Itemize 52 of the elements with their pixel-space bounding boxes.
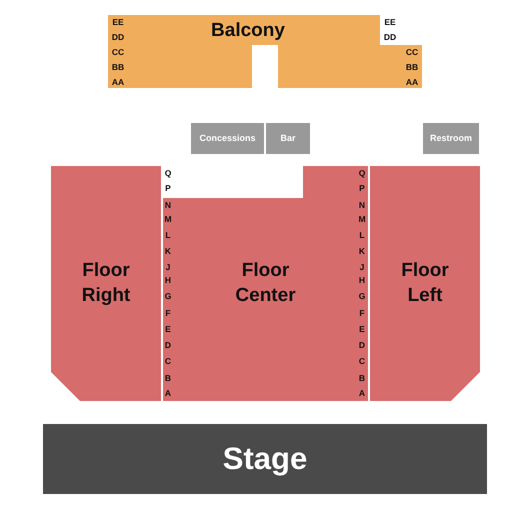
row-label: B xyxy=(164,374,172,382)
stage-label: Stage xyxy=(222,440,308,478)
row-label: G xyxy=(358,292,366,300)
section-label: Floor Center xyxy=(234,258,297,308)
row-label: Q xyxy=(358,168,366,178)
amenity-area xyxy=(266,123,310,154)
amenity-label: Bar xyxy=(280,132,296,144)
row-label: AA xyxy=(112,78,124,86)
amenity-area xyxy=(191,123,264,154)
section-label: Balcony xyxy=(211,18,285,43)
amenity-area xyxy=(423,123,479,154)
row-label: K xyxy=(358,246,366,256)
amenity-label: Concessions xyxy=(199,132,256,144)
stage-area xyxy=(43,424,487,494)
row-label: M xyxy=(164,214,172,224)
row-label: L xyxy=(359,230,365,240)
row-label: M xyxy=(358,214,366,224)
row-label: Q xyxy=(164,168,172,178)
section-label: Floor Left xyxy=(400,258,450,308)
row-label: G xyxy=(164,292,172,300)
row-label: H xyxy=(358,276,366,284)
row-label: C xyxy=(358,356,366,366)
row-label: A xyxy=(358,388,366,398)
row-label: AA xyxy=(406,78,418,86)
row-label: DD xyxy=(384,32,396,42)
row-label: D xyxy=(358,340,366,350)
row-label: CC xyxy=(112,48,124,56)
row-label: P xyxy=(165,184,171,192)
row-label: CC xyxy=(406,48,418,56)
row-label: N xyxy=(164,200,172,210)
row-label: H xyxy=(164,276,172,284)
section-label: Floor Right xyxy=(80,258,132,308)
amenity-label: Restroom xyxy=(430,132,472,144)
row-label: EE xyxy=(112,18,124,26)
row-label: C xyxy=(164,356,172,366)
row-label: E xyxy=(359,324,365,334)
row-label: L xyxy=(165,230,171,240)
row-label: J xyxy=(360,262,364,272)
row-label: J xyxy=(166,262,170,272)
row-label: K xyxy=(164,246,172,256)
row-label: F xyxy=(165,308,171,318)
row-label: N xyxy=(358,200,366,210)
row-label: E xyxy=(165,324,171,334)
row-label: BB xyxy=(406,62,418,72)
row-label: DD xyxy=(112,32,124,42)
row-label: BB xyxy=(112,62,124,72)
row-label: B xyxy=(358,374,366,382)
row-label: A xyxy=(164,388,172,398)
row-label: P xyxy=(359,184,365,192)
row-label: D xyxy=(164,340,172,350)
row-label: EE xyxy=(384,18,396,26)
row-label: F xyxy=(359,308,365,318)
